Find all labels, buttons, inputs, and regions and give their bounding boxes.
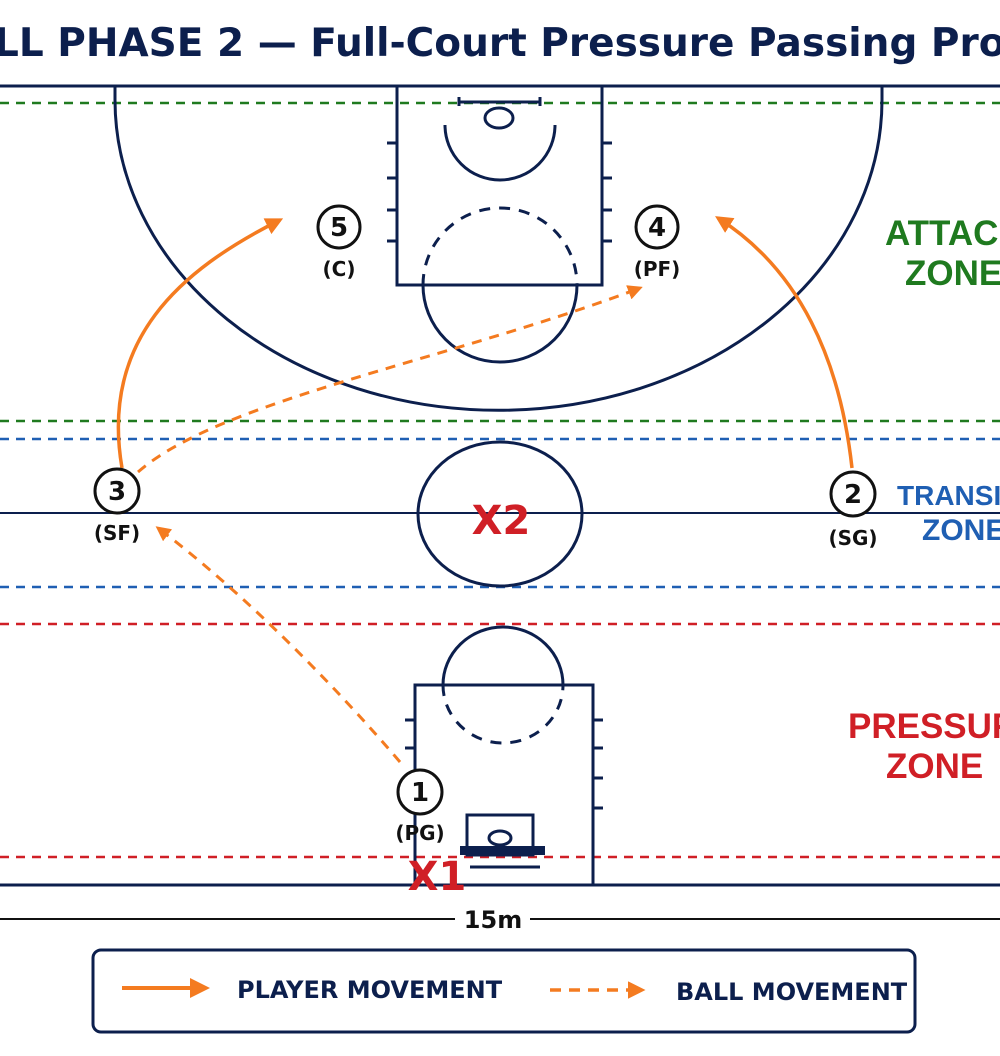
player-movement-paths xyxy=(116,216,854,469)
transition-zone-label: TRANSITIO ZONE xyxy=(897,480,1000,547)
player-2-number: 2 xyxy=(844,480,862,510)
diagram-title: LL PHASE 2 — Full-Court Pressure Passing… xyxy=(0,21,1000,66)
player-2-run xyxy=(715,216,854,469)
player-5-number: 5 xyxy=(330,213,348,243)
bottom-backboard-support xyxy=(460,846,545,855)
legend: PLAYER MOVEMENT BALL MOVEMENT xyxy=(91,948,917,1034)
transition-zone-line2: ZONE xyxy=(922,514,1000,547)
player-5: 5 (C) xyxy=(316,204,362,281)
defender-x1: X1 xyxy=(408,854,467,900)
player-1-number: 1 xyxy=(411,778,429,808)
player-2-circle xyxy=(829,470,877,518)
bottom-hoop xyxy=(487,829,513,847)
bottom-ft-circle-solid xyxy=(441,625,565,686)
player-1-circle xyxy=(396,768,444,816)
court-width-dimension: 15m xyxy=(0,906,1000,934)
player-1-role: (PG) xyxy=(395,821,444,845)
player-4-role: (PF) xyxy=(634,257,681,281)
player-5-role: (C) xyxy=(323,257,356,281)
player-4-number: 4 xyxy=(648,213,666,243)
top-restricted-arc xyxy=(443,124,557,182)
top-ft-circle-solid xyxy=(421,284,579,364)
top-hoop xyxy=(483,106,515,130)
legend-player-movement: PLAYER MOVEMENT xyxy=(237,976,503,1004)
player-3-circle xyxy=(93,467,141,515)
pressure-zone-line2: ZONE xyxy=(886,747,983,786)
player-4-circle xyxy=(634,204,680,250)
dimension-label: 15m xyxy=(464,906,522,934)
player-3-role: (SF) xyxy=(94,521,140,545)
attack-zone-line2: ZONE xyxy=(905,254,1000,293)
player-2-role: (SG) xyxy=(828,526,877,550)
ball-movement-paths xyxy=(137,285,643,763)
player-3-number: 3 xyxy=(108,477,126,507)
player-2: 2 (SG) xyxy=(828,470,878,550)
top-three-point-arc xyxy=(113,86,884,412)
pass-3-to-4 xyxy=(137,285,643,474)
center-circle xyxy=(416,440,584,588)
pass-1-to-3 xyxy=(155,526,402,763)
pressure-zone-label: PRESSURE ZONE xyxy=(848,707,1000,786)
legend-ball-movement: BALL MOVEMENT xyxy=(676,978,908,1006)
pressure-zone-line1: PRESSURE xyxy=(848,707,1000,746)
defender-x2: X2 xyxy=(472,498,531,544)
legend-box xyxy=(91,948,917,1034)
transition-zone-line1: TRANSITIO xyxy=(897,480,1000,511)
top-key-hash-marks xyxy=(387,141,612,243)
attack-zone-label: ATTACK ZONE xyxy=(885,214,1000,293)
court-lines xyxy=(0,84,1000,887)
player-5-circle xyxy=(316,204,362,250)
bottom-ft-circle-dashed xyxy=(441,684,565,745)
player-4: 4 (PF) xyxy=(634,204,681,281)
attack-zone-line1: ATTACK xyxy=(885,214,1000,253)
player-3-run xyxy=(116,218,284,469)
player-1: 1 (PG) xyxy=(395,768,445,845)
top-key xyxy=(395,84,604,287)
zone-boundaries xyxy=(0,101,1000,859)
top-ft-circle-dashed xyxy=(421,206,579,286)
player-3: 3 (SF) xyxy=(93,467,141,545)
